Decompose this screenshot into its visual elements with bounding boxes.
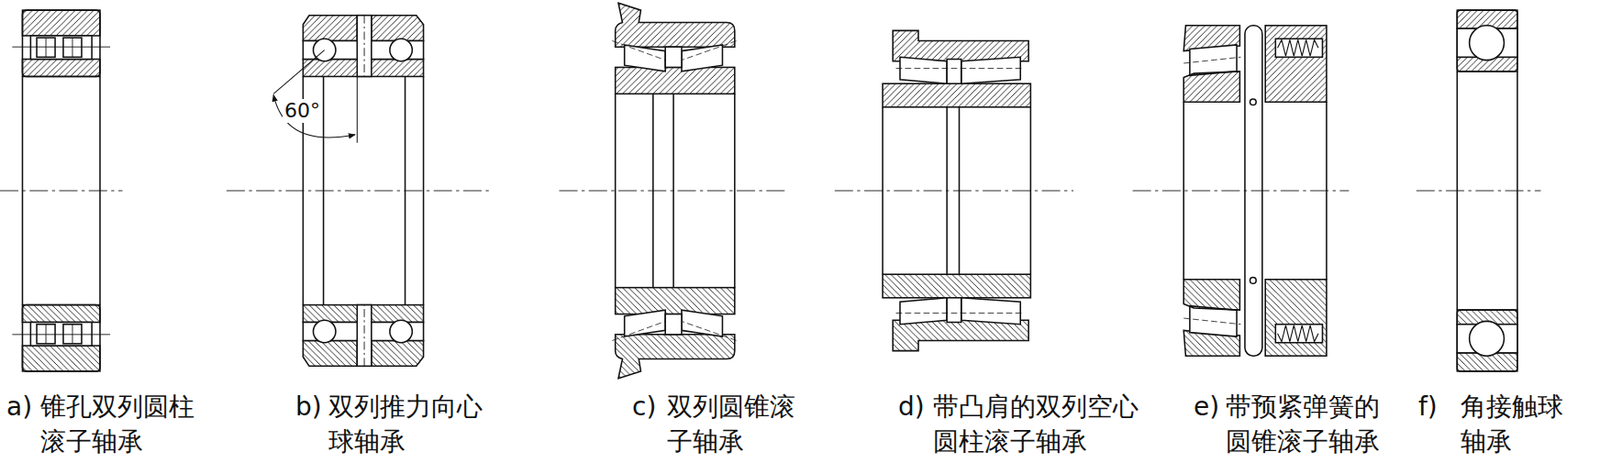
- figure-caption: 双列圆锥滚 子轴承: [666, 389, 807, 460]
- figure-letter: a): [6, 389, 33, 425]
- figure-letter: b): [295, 389, 323, 425]
- figure-caption: 带凸肩的双列空心 圆柱滚子轴承: [933, 389, 1150, 460]
- figure-caption: 带预紧弹簧的 圆锥滚子轴承: [1225, 389, 1391, 460]
- angle-dimension: 60°: [282, 99, 323, 123]
- figure-caption: 角接触球 轴承: [1460, 389, 1575, 460]
- figure-letter: f): [1418, 389, 1438, 425]
- figure-caption: 锥孔双列圆柱 滚子轴承: [40, 389, 206, 460]
- figure-letter: d): [898, 389, 925, 425]
- figure-letter: c): [632, 389, 656, 425]
- figure-letter: e): [1193, 389, 1220, 425]
- figure-caption: 双列推力向心 球轴承: [328, 389, 494, 460]
